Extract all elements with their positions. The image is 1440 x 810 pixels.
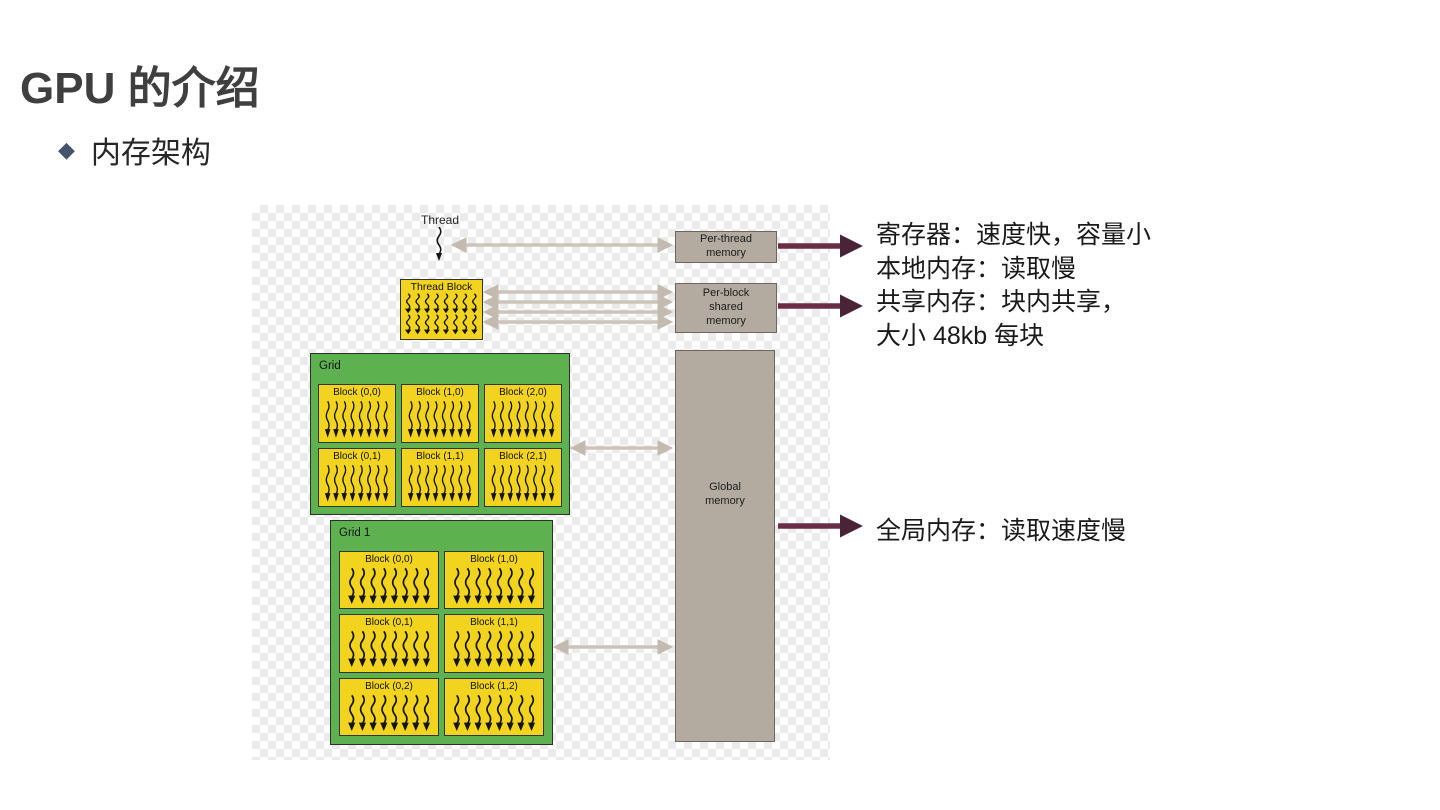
block-label: Block (0,2) xyxy=(365,680,413,692)
block-label: Block (1,1) xyxy=(416,451,464,462)
bullet-label: 内存架构 xyxy=(90,137,211,170)
threads-icon xyxy=(452,567,536,605)
block: Block (0,0) xyxy=(318,384,396,443)
block-label: Block (2,1) xyxy=(499,451,547,462)
block-label: Block (0,1) xyxy=(365,617,413,629)
threads-icon xyxy=(347,567,431,605)
global-memory-box: Global memory xyxy=(675,350,775,742)
thread-squiggle-icon xyxy=(436,227,442,261)
block: Block (0,1) xyxy=(339,614,439,673)
annotation-register: 寄存器：速度快，容量小 本地内存：读取慢 xyxy=(876,218,1151,286)
annotation-line: 大小 48kb 每块 xyxy=(876,322,1045,350)
per-thread-memory-box: Per-thread memory xyxy=(675,231,777,263)
block-label: Block (1,0) xyxy=(470,554,518,565)
grid-label: Grid xyxy=(319,360,341,372)
thread-block-box: Thread Block xyxy=(400,279,483,340)
block-label: Block (1,0) xyxy=(416,387,464,398)
block-label: Block (1,2) xyxy=(470,680,518,692)
block-label: Block (0,0) xyxy=(365,554,413,565)
annotation-global-memory: 全局内存：读取速度慢 xyxy=(876,514,1126,548)
threads-icon xyxy=(324,464,389,503)
annotation-line: 全局内存：读取速度慢 xyxy=(876,517,1127,545)
threads-icon xyxy=(407,464,472,503)
bullet-item: ◆ 内存架构 xyxy=(58,128,211,172)
block: Block (0,0) xyxy=(339,551,439,610)
block: Block (2,0) xyxy=(484,384,562,443)
threads-icon xyxy=(324,400,389,439)
annotation-shared-memory: 共享内存：块内共享， 大小 48kb 每块 xyxy=(876,285,1126,353)
memory-architecture-diagram: Thread Per-thread memory Per-block share… xyxy=(252,205,830,760)
per-block-shared-memory-box: Per-block shared memory xyxy=(675,283,777,333)
thread-block-label: Thread Block xyxy=(410,281,473,293)
block: Block (1,1) xyxy=(444,614,544,673)
thread-label: Thread xyxy=(420,213,460,227)
annotation-arrows xyxy=(778,234,863,538)
threads-icon xyxy=(452,630,536,668)
block: Block (0,1) xyxy=(318,448,396,507)
page-title: GPU 的介绍 xyxy=(20,64,260,113)
grid1-label: Grid 1 xyxy=(339,527,371,539)
grid1-blocks: Block (0,0) Block (1,0) Block (0,1) Bloc… xyxy=(339,551,544,736)
threads-icon xyxy=(404,293,479,314)
block: Block (2,1) xyxy=(484,448,562,507)
block: Block (1,1) xyxy=(401,448,479,507)
grid1-box: Grid 1 Block (0,0) Block (1,0) Block (0,… xyxy=(330,520,553,745)
grid-blocks: Block (0,0) Block (1,0) Block (2,0) Bloc… xyxy=(318,384,562,507)
block-label: Block (0,1) xyxy=(333,451,381,462)
block-label: Block (0,0) xyxy=(333,387,381,398)
threads-icon xyxy=(347,630,431,668)
threads-icon xyxy=(452,694,536,732)
threads-icon xyxy=(404,314,479,335)
grid-box: Grid Block (0,0) Block (1,0) Block (2,0)… xyxy=(310,353,570,515)
annotation-line: 本地内存：读取慢 xyxy=(876,255,1077,283)
threads-icon xyxy=(490,400,555,439)
block: Block (1,0) xyxy=(444,551,544,610)
threads-icon xyxy=(407,400,472,439)
block: Block (1,2) xyxy=(444,677,544,736)
threads-icon xyxy=(490,464,555,503)
annotation-line: 共享内存：块内共享， xyxy=(876,288,1127,316)
block: Block (0,2) xyxy=(339,677,439,736)
block-label: Block (1,1) xyxy=(470,617,518,629)
annotation-line: 寄存器：速度快，容量小 xyxy=(876,221,1152,249)
block: Block (1,0) xyxy=(401,384,479,443)
diamond-bullet-icon: ◆ xyxy=(58,137,75,162)
block-label: Block (2,0) xyxy=(499,387,547,398)
diagram-arrows xyxy=(450,237,674,655)
threads-icon xyxy=(347,694,431,732)
